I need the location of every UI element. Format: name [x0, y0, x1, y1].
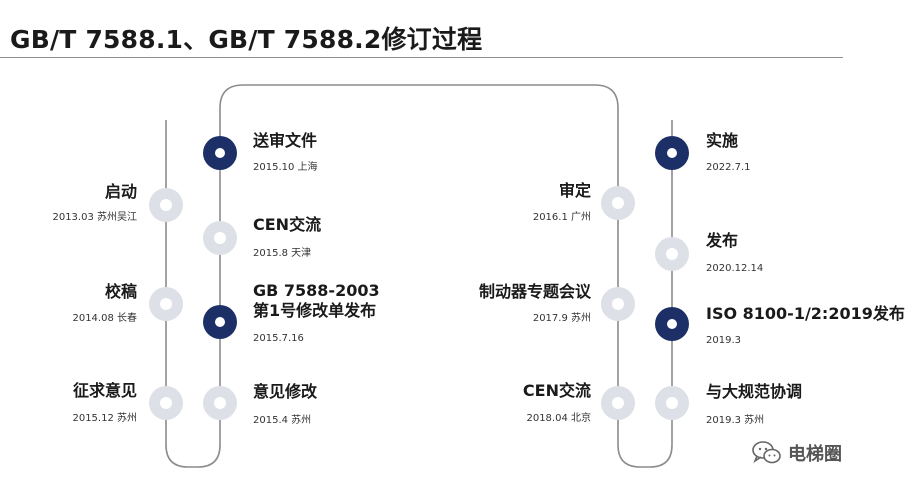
timeline-node-harmonization: [655, 386, 689, 420]
milestone-date: 2017.9 苏州: [532, 313, 591, 324]
timeline-node-cen-exchange-2: [601, 386, 635, 420]
milestone-date: 2019.3: [706, 335, 741, 346]
milestone-date: 2015.12 苏州: [72, 413, 137, 424]
milestone-date: 2019.3 苏州: [706, 415, 765, 426]
milestone-label: 审定: [558, 181, 591, 200]
milestone-date: 2015.10 上海: [253, 162, 318, 173]
timeline-node-submission: [203, 136, 237, 170]
milestone-date: 2015.4 苏州: [253, 415, 312, 426]
timeline-node-approval: [601, 186, 635, 220]
timeline-node-implementation: [655, 136, 689, 170]
milestone-label-line1: GB 7588-2003: [253, 281, 380, 300]
milestone-label: 意见修改: [253, 382, 318, 401]
milestone-label: 实施: [706, 131, 739, 150]
title-divider: [0, 57, 843, 58]
milestone-date: 2013.03 苏州吴江: [52, 212, 137, 223]
milestone-date: 2015.8 天津: [253, 248, 312, 259]
timeline-node-consultation: [149, 386, 183, 420]
milestone-date: 2022.7.1: [706, 162, 751, 173]
milestone-label: CEN交流: [522, 381, 591, 400]
milestone-date: 2015.7.16: [253, 333, 304, 344]
timeline-node-cen-exchange: [203, 221, 237, 255]
wechat-icon: [752, 440, 782, 466]
page-title: GB/T 7588.1、GB/T 7588.2修订过程: [10, 25, 483, 54]
watermark-text: 电梯圈: [788, 444, 842, 465]
milestone-label: 与大规范协调: [706, 382, 803, 401]
timeline-node-brake-meeting: [601, 287, 635, 321]
timeline-node-iso-release: [655, 307, 689, 341]
milestone-label: 校稿: [104, 282, 137, 301]
timeline-node-proofread: [149, 287, 183, 321]
milestone-label: ISO 8100-1/2:2019发布: [706, 304, 905, 323]
milestone-label: 制动器专题会议: [478, 282, 591, 301]
milestone-date: 2020.12.14: [706, 263, 764, 274]
milestone-date: 2018.04 北京: [526, 413, 591, 424]
watermark: 电梯圈: [752, 440, 842, 466]
milestone-label: 征求意见: [72, 381, 137, 400]
milestone-label: CEN交流: [253, 215, 322, 234]
timeline-node-publication: [655, 237, 689, 271]
milestone-date: 2016.1 广州: [532, 212, 591, 223]
timeline-node-amendment: [203, 305, 237, 339]
timeline-node-revision: [203, 386, 237, 420]
milestone-label: 送审文件: [253, 131, 318, 150]
timeline-node-start: [149, 188, 183, 222]
milestone-label: 启动: [104, 182, 137, 201]
milestone-label: 发布: [706, 231, 739, 250]
milestone-date: 2014.08 长春: [72, 313, 137, 324]
milestone-label-line2: 第1号修改单发布: [253, 301, 377, 320]
